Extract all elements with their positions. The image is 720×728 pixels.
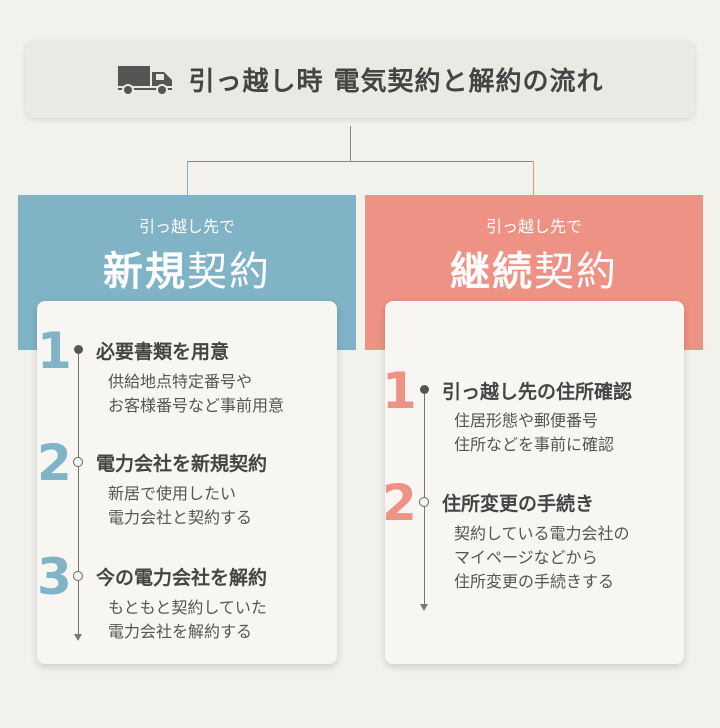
step-title: 電力会社を新規契約: [96, 453, 268, 475]
new-contract-timeline-arrow: [74, 634, 82, 641]
continue-contract-timeline-arrow: [420, 604, 428, 611]
step-desc-line: もともと契約していた: [108, 598, 267, 617]
truck-icon: [118, 66, 173, 96]
step-title: 引っ越し先の住所確認: [442, 381, 633, 403]
continue-contract-title: 継続契約: [450, 249, 618, 295]
page-title: 引っ越し時 電気契約と解約の流れ: [188, 66, 604, 97]
step-desc-line: 電力会社を解約する: [108, 622, 253, 641]
step-number: 1: [37, 322, 72, 380]
connector-left: [187, 161, 188, 195]
step-dot: [74, 345, 83, 354]
step-desc-line: 新居で使用したい: [108, 484, 237, 503]
step-dot: [419, 497, 429, 507]
new-contract-timeline: [78, 349, 79, 634]
connector-right: [533, 161, 534, 195]
step-number: 3: [37, 548, 72, 606]
step-desc-line: お客様番号など事前用意: [108, 396, 285, 415]
step-desc-line: 住所変更の手続きする: [454, 572, 615, 591]
new-contract-subtitle: 引っ越し先で: [138, 217, 235, 236]
new-contract-card: [37, 301, 337, 664]
step-title: 住所変更の手続き: [442, 493, 595, 515]
continue-contract-timeline: [424, 389, 425, 604]
step-title: 今の電力会社を解約: [96, 567, 268, 589]
step-desc-line: 住所などを事前に確認: [454, 435, 615, 454]
step-dot: [73, 457, 83, 467]
step-dot: [73, 571, 83, 581]
step-number: 1: [382, 362, 417, 420]
title-bar: 引っ越し時 電気契約と解約の流れ: [25, 40, 695, 118]
step-dot: [420, 385, 429, 394]
step-desc-line: 供給地点特定番号や: [108, 372, 253, 391]
step-desc-line: 電力会社と契約する: [108, 508, 253, 527]
step-number: 2: [37, 434, 72, 492]
new-contract-title: 新規契約: [103, 249, 271, 295]
step-desc-line: 住居形態や郵便番号: [454, 411, 599, 430]
connector-trunk: [350, 126, 351, 162]
continue-contract-subtitle: 引っ越し先で: [485, 217, 582, 236]
step-number: 2: [382, 474, 417, 532]
step-title: 必要書類を用意: [96, 341, 230, 363]
connector-bar: [187, 161, 534, 162]
continue-contract-card: [385, 301, 684, 664]
step-desc-line: マイページなどから: [454, 548, 598, 567]
step-desc-line: 契約している電力会社の: [454, 524, 630, 543]
